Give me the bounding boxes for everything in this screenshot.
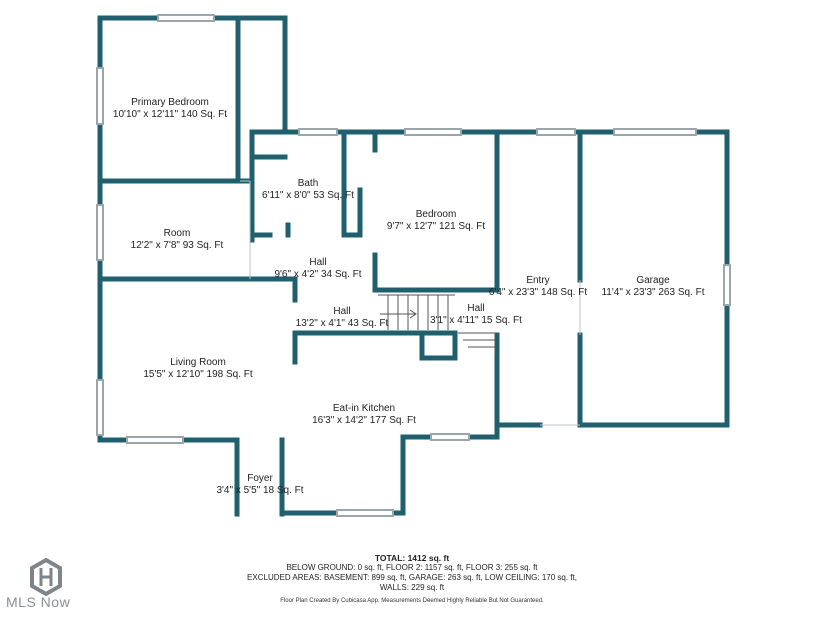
mls-now-logo-icon [30,557,62,597]
total-area: TOTAL: 1412 sq. ft [374,553,450,563]
window [96,204,104,261]
room-dims: 12'2" x 7'8" 93 Sq. Ft [130,240,224,251]
room-name: Entry [526,275,550,286]
room-name: Hall [467,303,485,314]
room-name: Garage [636,275,670,286]
stair-arrow [380,309,417,319]
windows [96,14,731,517]
stair-steps [378,294,455,330]
room-name: Hall [333,306,351,317]
room-dims: 6'11" x 8'0" 53 Sq. Ft [262,190,354,201]
window [430,433,470,441]
room-dims: 9'7" x 12'7" 121 Sq. Ft [386,221,486,232]
disclaimer: Floor Plan Created By Cubicasa App. Meas… [280,598,544,604]
room-name: Hall [309,257,327,268]
room-name: Eat-in Kitchen [332,403,396,414]
room-name: Foyer [247,473,273,484]
room-dims: 3'1" x 4'11" 15 Sq. Ft [430,315,522,326]
window [298,128,338,136]
walls [97,15,730,517]
window [536,128,576,136]
window [96,379,104,436]
window [336,509,394,517]
room-name: Bath [297,178,319,189]
room-name: Living Room [170,357,226,368]
room-dims: 10'10" x 12'11" 140 Sq. Ft [112,109,228,120]
window [723,264,731,306]
wall-kitchen-closet [419,332,458,361]
room-dims: 11'4" x 23'3" 263 Sq. Ft [601,287,705,298]
room-dims: 3'4" x 5'5" 18 Sq. Ft [216,485,304,496]
room-dims: 16'3" x 14'2" 177 Sq. Ft [312,415,416,426]
window [613,128,697,136]
window [96,67,104,125]
room-name: Bedroom [415,209,457,220]
window [157,14,215,22]
logo-text: MLS Now [6,594,71,610]
window [404,128,462,136]
walls-area: WALLS: 229 sq. ft [379,583,445,592]
openings [240,180,581,426]
room-dims: 15'5" x 12'10" 198 Sq. Ft [143,369,253,380]
room-dims: 13'2" x 4'1" 43 Sq. Ft [295,318,389,329]
room-dims: 9'6" x 4'2" 34 Sq. Ft [274,269,362,280]
window [126,436,184,444]
floor-areas: BELOW GROUND: 0 sq. ft, FLOOR 2: 1157 sq… [286,563,538,572]
stair-steps-lower [458,332,496,355]
logo-hexagon [30,557,62,597]
stairs [378,294,496,355]
room-name: Room [163,228,191,239]
room-name: Primary Bedroom [131,97,209,108]
logo-mark [39,568,53,586]
wall-bath-closet [341,187,363,238]
excluded-areas: EXCLUDED AREAS: BASEMENT: 899 sq. ft, GA… [247,573,577,582]
room-dims: 6'4" x 23'3" 148 Sq. Ft [488,287,588,298]
area-summary: TOTAL: 1412 sq. ft BELOW GROUND: 0 sq. f… [247,553,577,593]
